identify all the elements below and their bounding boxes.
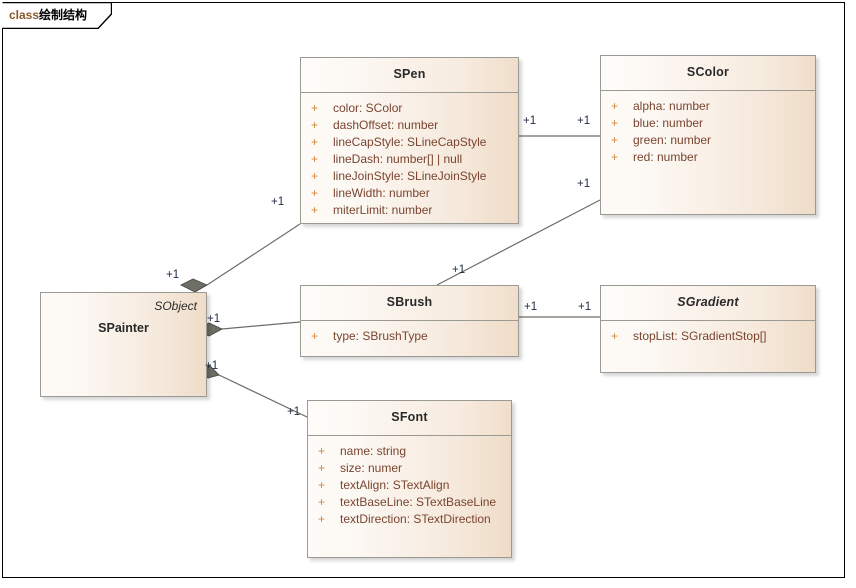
class-box-spainter[interactable]: SObject SPainter <box>40 292 207 397</box>
attribute-signature: textBaseLine: STextBaseLine <box>340 495 497 509</box>
attribute-signature: lineDash: number[] | null <box>333 152 463 166</box>
attribute-signature: textAlign: STextAlign <box>340 478 450 492</box>
attribute-signature: blue: number <box>633 116 704 130</box>
multiplicity-painter-font-target: +1 <box>287 406 301 418</box>
attribute-signature: lineWidth: number <box>333 186 430 200</box>
attribute-signature: stopList: SGradientStop[] <box>633 329 767 343</box>
visibility-marker: + <box>311 329 319 343</box>
visibility-marker: + <box>311 152 319 166</box>
visibility-marker: + <box>611 150 619 164</box>
attribute-signature: lineCapStyle: SLineCapStyle <box>333 135 487 149</box>
multiplicity-painter-brush-target: +1 <box>452 264 466 276</box>
attribute-signature: textDirection: STextDirection <box>340 512 491 526</box>
visibility-marker: + <box>311 169 319 183</box>
attribute-signature: color: SColor <box>333 101 403 115</box>
class-name-sgradient: SGradient <box>677 295 739 309</box>
visibility-marker: + <box>611 329 619 343</box>
attribute-row: + color: SColor <box>301 100 518 117</box>
visibility-marker: + <box>311 135 319 149</box>
attribute-signature: miterLimit: number <box>333 203 433 217</box>
attribute-row: + green: number <box>601 132 815 149</box>
attribute-row: + miterLimit: number <box>301 202 518 219</box>
attribute-row: + name: string <box>308 443 511 460</box>
visibility-marker: + <box>318 444 326 458</box>
multiplicity-painter-brush-source: +1 <box>207 313 221 325</box>
class-name-spen: SPen <box>393 67 426 81</box>
class-box-sgradient[interactable]: SGradient + stopList: SGradientStop[] <box>600 285 816 373</box>
visibility-marker: + <box>311 101 319 115</box>
visibility-marker: + <box>318 495 326 509</box>
visibility-marker: + <box>318 461 326 475</box>
class-header-scolor: SColor <box>601 56 815 91</box>
class-header-sfont: SFont <box>308 401 511 436</box>
multiplicity-painter-font-source: +1 <box>205 360 219 372</box>
class-header-spen: SPen <box>301 58 518 93</box>
multiplicity-pen-color-source: +1 <box>523 115 537 127</box>
visibility-marker: + <box>311 118 319 132</box>
class-name-spainter: SPainter <box>98 321 149 335</box>
class-name-sfont: SFont <box>391 410 428 424</box>
connector-brush-color[interactable] <box>436 199 601 286</box>
multiplicity-brush-gradient-target: +1 <box>578 301 592 313</box>
attribute-row: + textDirection: STextDirection <box>308 511 511 528</box>
attribute-signature: lineJoinStyle: SLineJoinStyle <box>333 169 487 183</box>
attribute-signature: name: string <box>340 444 407 458</box>
attribute-row: + alpha: number <box>601 98 815 115</box>
class-attributes-sgradient: + stopList: SGradientStop[] <box>601 321 815 345</box>
class-box-sfont[interactable]: SFont + name: string + size: numer + tex… <box>307 400 512 558</box>
multiplicity-brush-color-target: +1 <box>577 178 591 190</box>
visibility-marker: + <box>611 133 619 147</box>
attribute-row: + size: numer <box>308 460 511 477</box>
multiplicity-painter-pen-source: +1 <box>166 269 180 281</box>
class-attributes-sfont: + name: string + size: numer + textAlign… <box>308 436 511 528</box>
attribute-row: + lineWidth: number <box>301 185 518 202</box>
diagram-title-name: 绘制结构 <box>39 8 88 22</box>
multiplicity-pen-color-target: +1 <box>577 115 591 127</box>
class-header-sgradient: SGradient <box>601 286 815 321</box>
diagram-title: class绘制结构 <box>9 8 87 22</box>
class-box-spen[interactable]: SPen + color: SColor + dashOffset: numbe… <box>300 57 519 224</box>
multiplicity-brush-gradient-source: +1 <box>524 301 538 313</box>
attribute-row: + lineJoinStyle: SLineJoinStyle <box>301 168 518 185</box>
class-attributes-scolor: + alpha: number + blue: number + green: … <box>601 91 815 166</box>
attribute-row: + blue: number <box>601 115 815 132</box>
attribute-row: + textAlign: STextAlign <box>308 477 511 494</box>
attribute-row: + dashOffset: number <box>301 117 518 134</box>
attribute-row: + red: number <box>601 149 815 166</box>
attribute-row: + stopList: SGradientStop[] <box>601 328 815 345</box>
attribute-row: + lineCapStyle: SLineCapStyle <box>301 134 518 151</box>
attribute-signature: red: number <box>633 150 698 164</box>
attribute-signature: type: SBrushType <box>333 329 428 343</box>
class-attributes-sbrush: + type: SBrushType <box>301 321 518 345</box>
attribute-row: + lineDash: number[] | null <box>301 151 518 168</box>
visibility-marker: + <box>318 512 326 526</box>
class-box-sbrush[interactable]: SBrush + type: SBrushType <box>300 285 519 357</box>
diagram-title-keyword: class <box>9 8 40 22</box>
class-attributes-spen: + color: SColor + dashOffset: number + l… <box>301 93 518 219</box>
attribute-signature: alpha: number <box>633 99 710 113</box>
attribute-row: + type: SBrushType <box>301 328 518 345</box>
multiplicity-painter-pen-target: +1 <box>271 196 285 208</box>
visibility-marker: + <box>611 99 619 113</box>
class-name-scolor: SColor <box>686 65 730 79</box>
visibility-marker: + <box>318 478 326 492</box>
visibility-marker: + <box>311 186 319 200</box>
class-box-scolor[interactable]: SColor + alpha: number + blue: number + … <box>600 55 816 215</box>
attribute-signature: size: numer <box>340 461 403 475</box>
attribute-signature: dashOffset: number <box>333 118 439 132</box>
attribute-signature: green: number <box>633 133 712 147</box>
class-header-sbrush: SBrush <box>301 286 518 321</box>
class-name-sbrush: SBrush <box>386 295 433 309</box>
attribute-row: + textBaseLine: STextBaseLine <box>308 494 511 511</box>
connector-painter-pen[interactable] <box>179 223 301 293</box>
visibility-marker: + <box>311 203 319 217</box>
visibility-marker: + <box>611 116 619 130</box>
class-stereotype-spainter: SObject <box>154 299 197 313</box>
